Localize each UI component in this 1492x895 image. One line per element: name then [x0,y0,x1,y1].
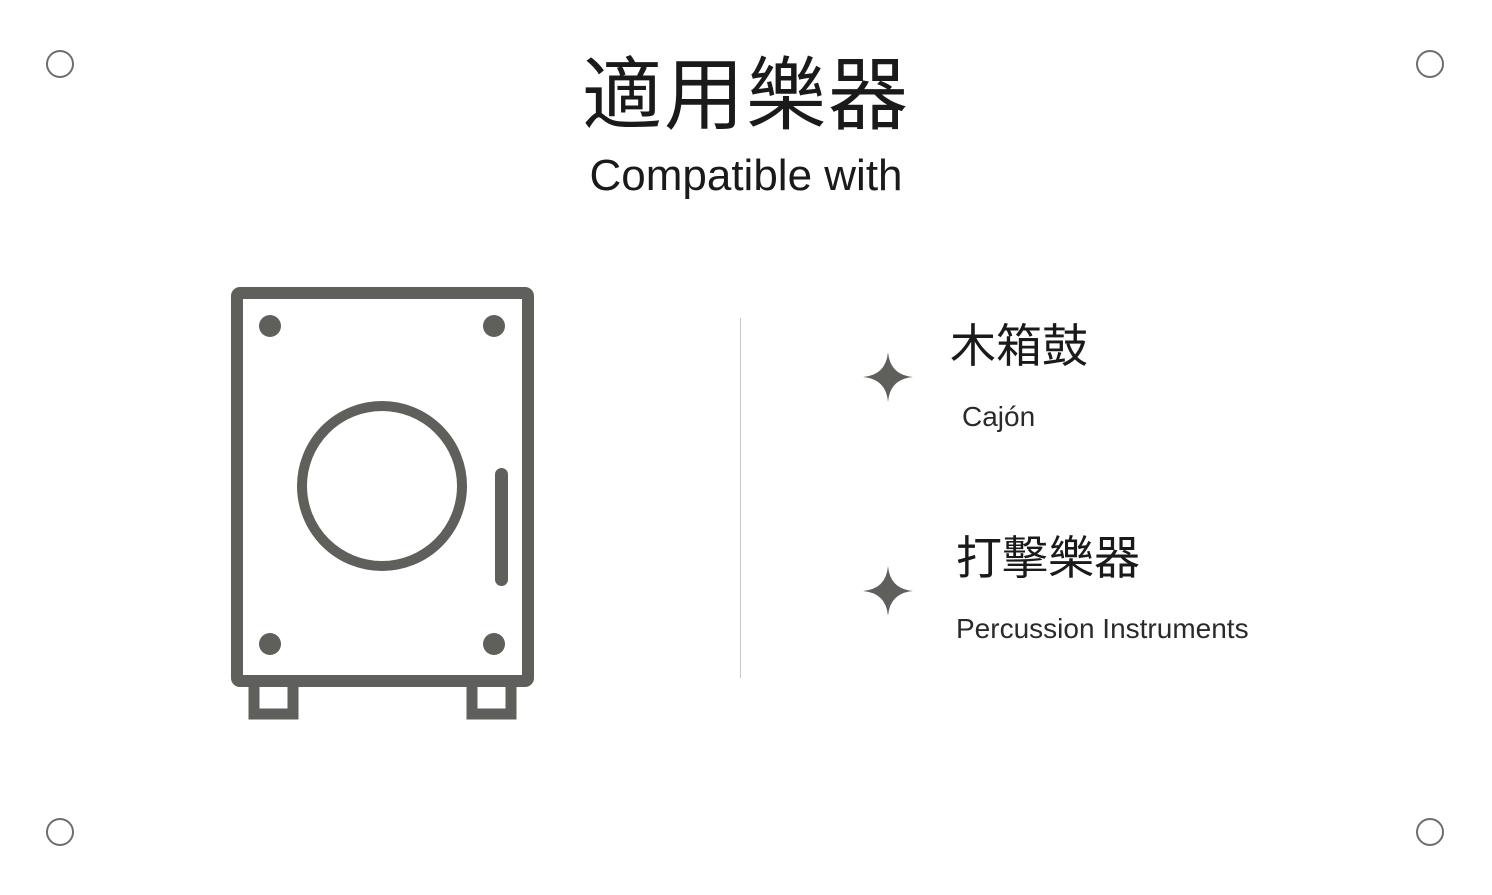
corner-circle-top-right-icon [1416,50,1444,78]
corner-circle-bottom-left-icon [46,818,74,846]
item-percussion-label-zh: 打擊樂器 [956,531,1140,585]
item-percussion-label-en: Percussion Instruments [956,613,1249,644]
page-subtitle: Compatible with [589,151,903,200]
page-title: 適用樂器 [582,49,910,142]
corner-circle-top-left-icon [46,50,74,78]
item-cajon-label-zh: 木箱鼓 [950,319,1088,373]
sparkle-icon [863,566,913,616]
sparkle-icon [863,352,913,402]
item-cajon-label-en: Cajón [962,401,1036,432]
vertical-divider [740,318,741,678]
cajon-icon [231,287,534,720]
corner-circle-bottom-right-icon [1416,818,1444,846]
